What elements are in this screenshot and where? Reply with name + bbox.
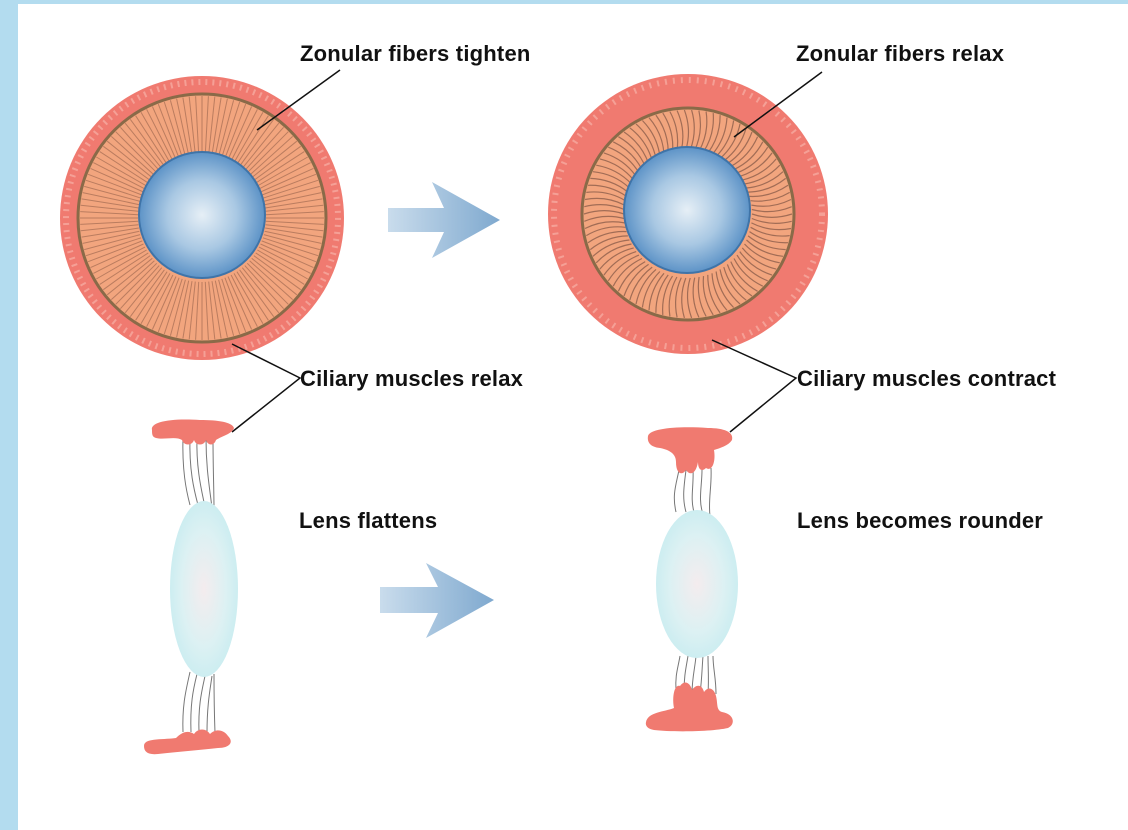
lens-left	[139, 152, 265, 278]
label-lens-flattens: Lens flattens	[299, 508, 437, 534]
ciliary-muscle-top-left	[152, 419, 234, 444]
eye-relaxed-front-view	[60, 76, 344, 360]
label-zonular-fibers-tighten: Zonular fibers tighten	[300, 41, 531, 67]
arrow-right-top	[388, 182, 500, 258]
ciliary-muscle-top-right	[648, 427, 732, 473]
side-view-relaxed	[144, 419, 238, 754]
ciliary-muscle-bottom-left	[144, 730, 231, 755]
label-ciliary-muscles-relax: Ciliary muscles relax	[300, 366, 523, 392]
side-view-contracted	[646, 427, 738, 731]
leader-ciliary-contract	[712, 340, 796, 432]
lens-round-right	[656, 510, 738, 658]
label-lens-becomes-rounder: Lens becomes rounder	[797, 508, 1043, 534]
eye-contracted-front-view	[548, 74, 828, 354]
ciliary-muscle-bottom-right	[646, 683, 733, 732]
arrow-right-bottom	[380, 563, 494, 638]
lens-flat-left	[170, 501, 238, 677]
label-ciliary-muscles-contract: Ciliary muscles contract	[797, 366, 1056, 392]
label-zonular-fibers-relax: Zonular fibers relax	[796, 41, 1004, 67]
leader-ciliary-relax	[232, 344, 300, 432]
lens-right	[624, 147, 750, 273]
